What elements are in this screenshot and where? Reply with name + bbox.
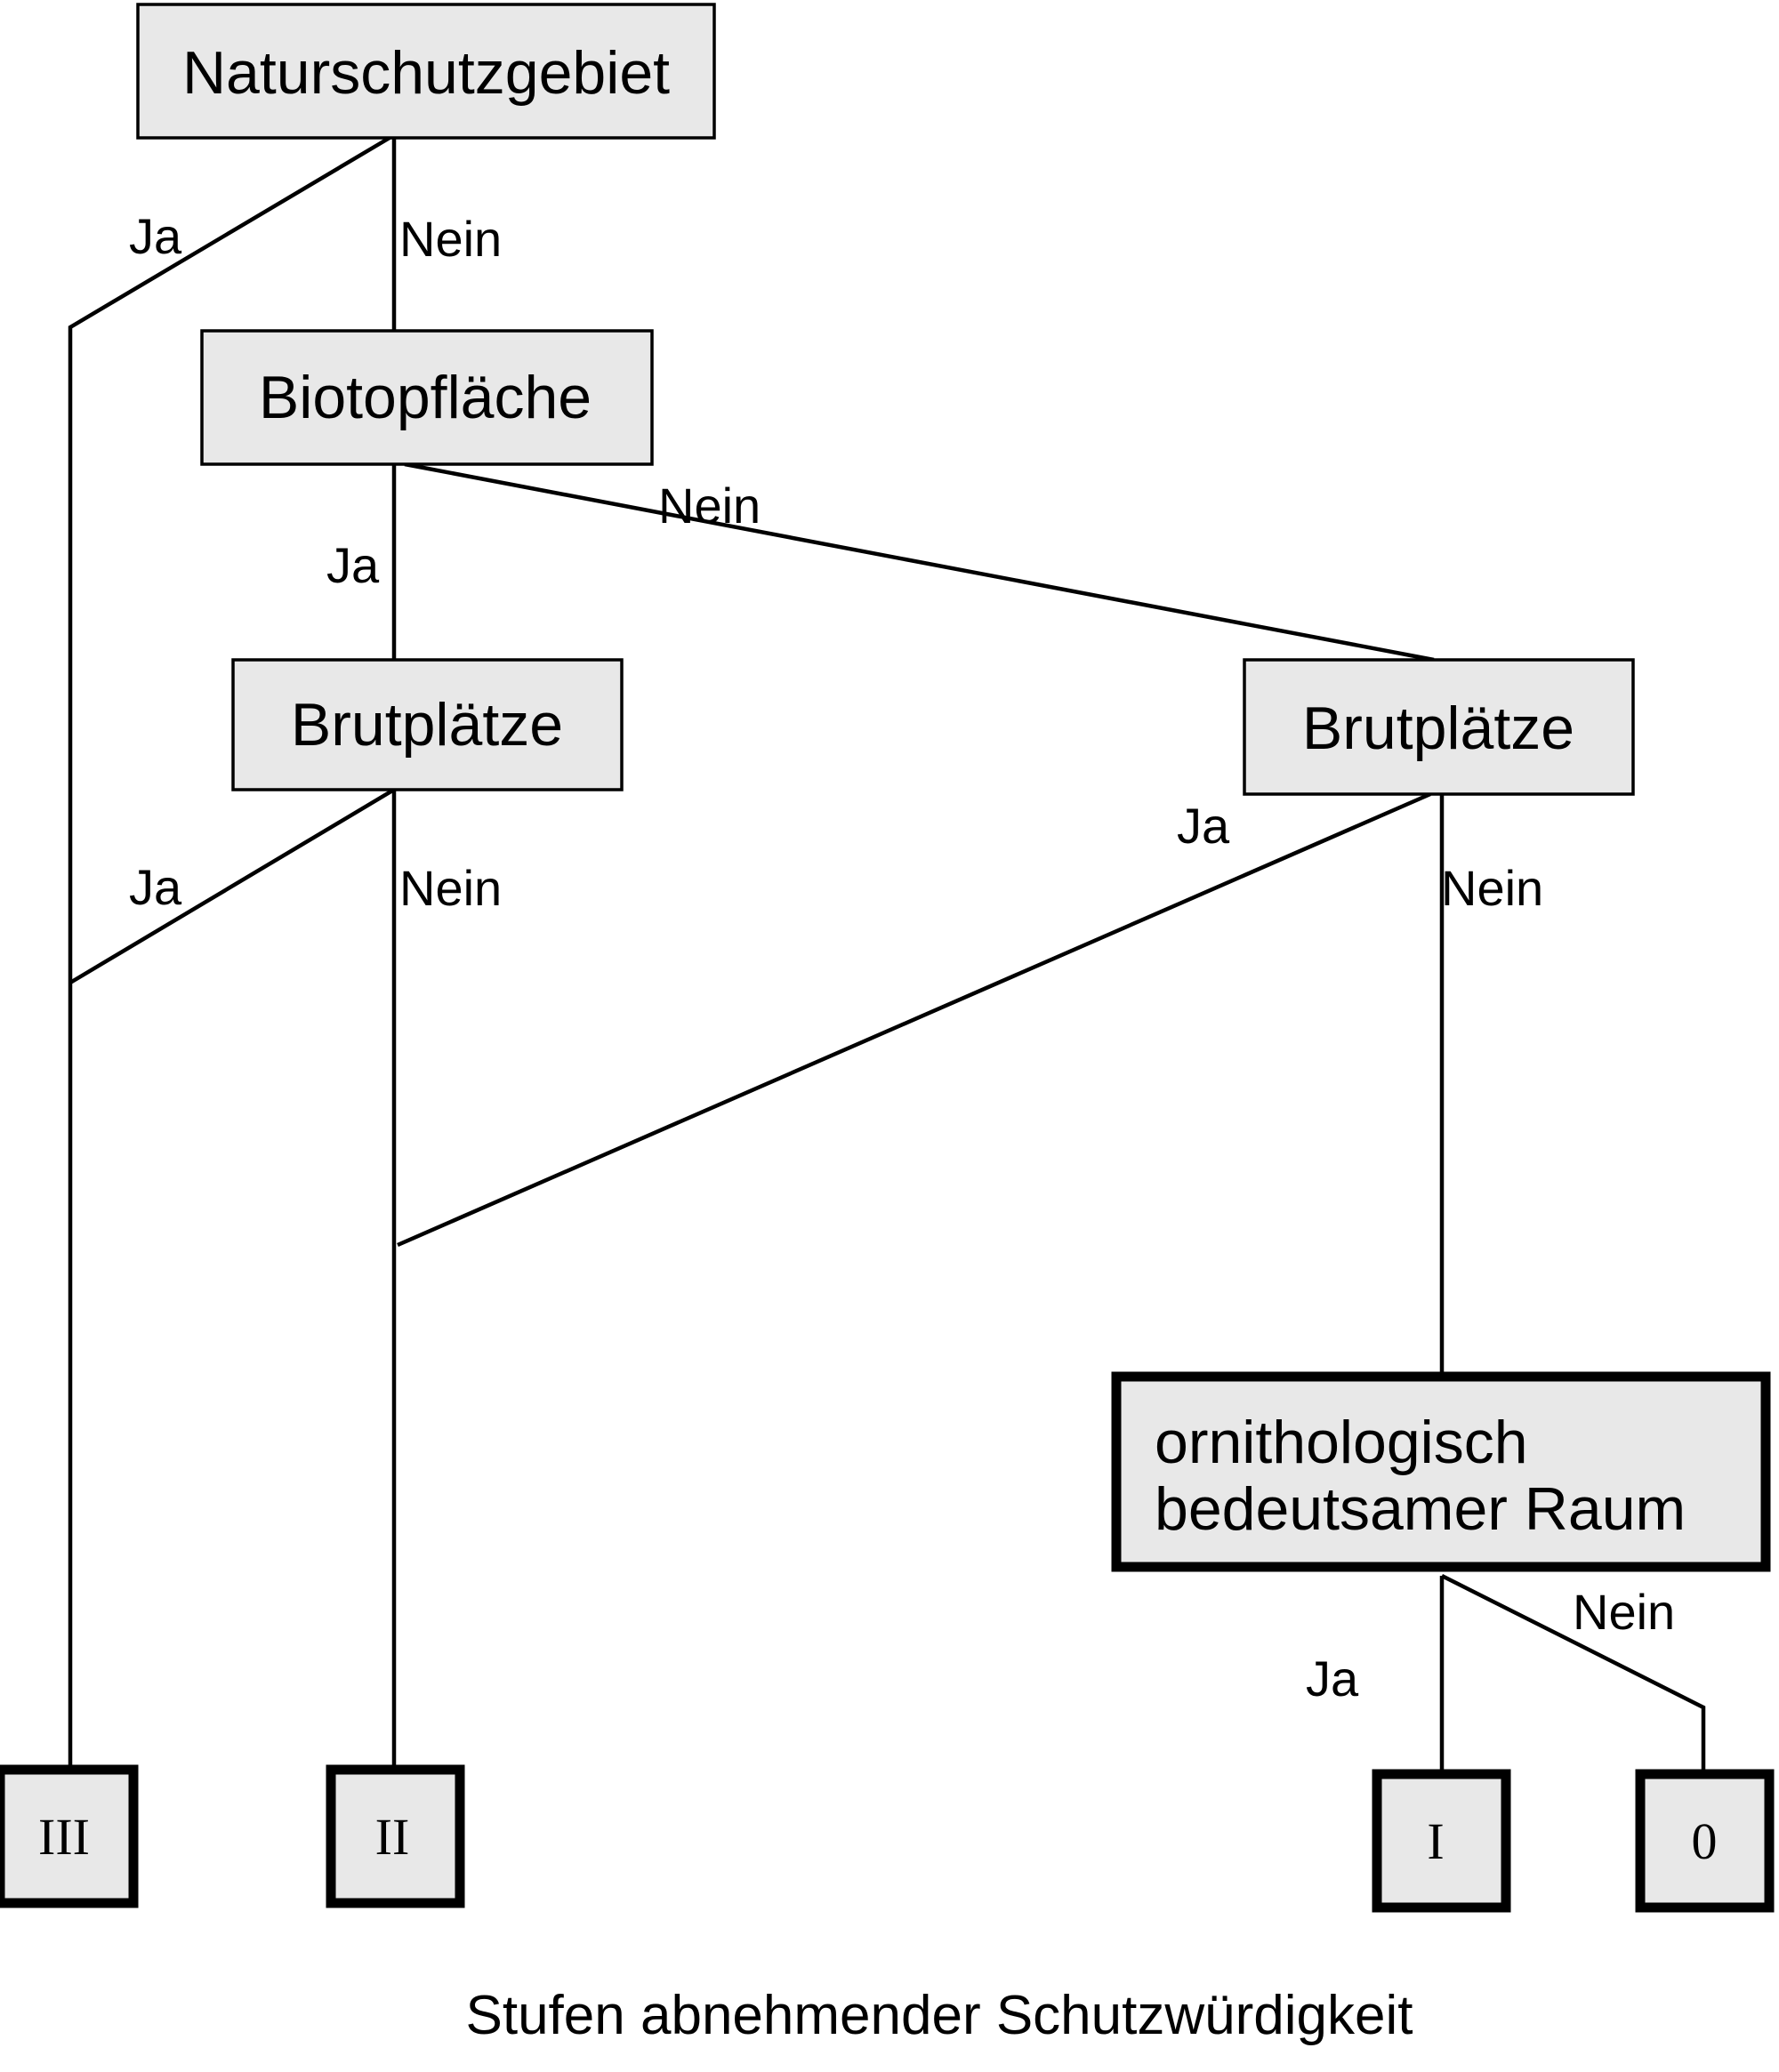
edge-label-natur-ja: Ja <box>129 208 182 264</box>
leaf-label-0: 0 <box>1692 1812 1718 1870</box>
edge-label-natur-nein: Nein <box>399 211 502 267</box>
diagram-caption: Stufen abnehmender Schutzwürdigkeit <box>466 1985 1413 2046</box>
edge-brut-left-ja <box>68 788 396 984</box>
node-brutplaetze-right: Brutplätze <box>1243 658 1635 796</box>
node-label-brutplaetze-right: Brutplätze <box>1302 695 1574 762</box>
node-label-ornithologisch-line1: ornithologisch <box>1155 1409 1528 1476</box>
edge-brut-right-ja <box>397 791 1431 1248</box>
edge-label-orni-nein: Nein <box>1573 1584 1675 1640</box>
leaf-label-ii: II <box>375 1808 410 1866</box>
node-label-naturschutzgebiet: Naturschutzgebiet <box>182 39 670 107</box>
node-label-ornithologisch-line2: bedeutsamer Raum <box>1155 1475 1686 1543</box>
node-label-brutplaetze-left: Brutplätze <box>291 691 563 759</box>
node-ornithologisch: ornithologisch bedeutsamer Raum <box>1111 1371 1771 1572</box>
edge-orni-nein <box>1440 1573 1706 1774</box>
edge-label-brut-right-ja: Ja <box>1177 798 1230 854</box>
edge-label-orni-ja: Ja <box>1306 1650 1359 1707</box>
edge-label-biotop-nein: Nein <box>658 478 761 534</box>
leaf-level-iii: III <box>0 1764 139 1908</box>
leaf-label-i: I <box>1427 1812 1444 1870</box>
edge-labels: Ja Nein Ja Nein Ja Nein Ja Nein Ja Nein <box>129 208 1675 1707</box>
node-biotopflaeche: Biotopfläche <box>200 329 654 466</box>
leaf-level-0: 0 <box>1635 1769 1775 1913</box>
node-brutplaetze-left: Brutplätze <box>231 658 624 791</box>
leaf-level-ii: II <box>326 1764 465 1908</box>
edge-biotop-nein <box>404 462 1435 663</box>
edge-label-biotop-ja: Ja <box>326 537 380 593</box>
edges <box>68 133 1706 1774</box>
edge-label-brut-left-ja: Ja <box>129 859 182 915</box>
node-label-biotopflaeche: Biotopfläche <box>259 364 592 431</box>
edge-label-brut-right-nein: Nein <box>1441 860 1543 916</box>
leaf-level-i: I <box>1372 1769 1511 1913</box>
leaf-label-iii: III <box>38 1808 90 1866</box>
edge-label-brut-left-nein: Nein <box>399 860 502 916</box>
edge-natur-ja <box>68 133 396 1770</box>
node-naturschutzgebiet: Naturschutzgebiet <box>136 3 716 140</box>
